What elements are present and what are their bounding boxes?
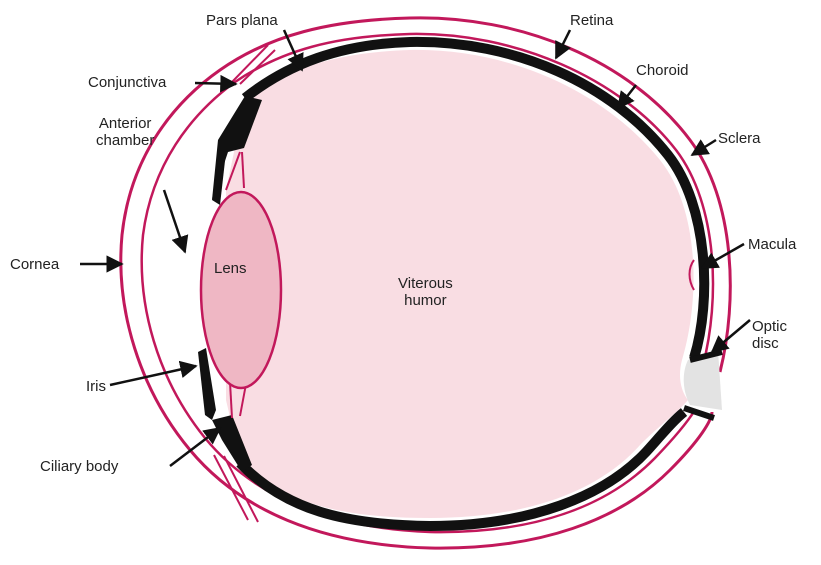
- label-lens: Lens: [214, 260, 247, 277]
- label-vitreous-humor: Viterous humor: [398, 275, 453, 309]
- label-retina: Retina: [570, 12, 613, 29]
- label-anterior-chamber: Anterior chamber: [96, 115, 154, 149]
- label-cornea: Cornea: [10, 256, 59, 273]
- label-iris: Iris: [86, 378, 106, 395]
- label-optic-disc: Optic disc: [752, 318, 787, 352]
- label-conjunctiva: Conjunctiva: [88, 74, 166, 91]
- iris-upper: [212, 150, 226, 205]
- label-optic-disc-line2: disc: [752, 335, 787, 352]
- macula-arrow: [702, 244, 744, 268]
- label-optic-disc-line1: Optic: [752, 318, 787, 335]
- conjunctiva-arrow: [195, 83, 236, 84]
- anterior-chamber-arrow: [164, 190, 185, 252]
- vitreous-body: [226, 50, 694, 518]
- optic-disc-arrow: [712, 320, 750, 352]
- lens-shape: [201, 192, 281, 388]
- label-anterior-chamber-line2: chamber: [96, 132, 154, 149]
- iris-arrow: [110, 366, 196, 385]
- label-choroid: Choroid: [636, 62, 689, 79]
- label-macula: Macula: [748, 236, 796, 253]
- label-anterior-chamber-line1: Anterior: [96, 115, 154, 132]
- label-ciliary-body: Ciliary body: [40, 458, 118, 475]
- label-vitreous-line1: Viterous: [398, 275, 453, 292]
- label-pars-plana: Pars plana: [206, 12, 278, 29]
- optic-nerve-sheath-bottom: [684, 408, 714, 418]
- label-sclera: Sclera: [718, 130, 761, 147]
- label-vitreous-line2: humor: [398, 292, 453, 309]
